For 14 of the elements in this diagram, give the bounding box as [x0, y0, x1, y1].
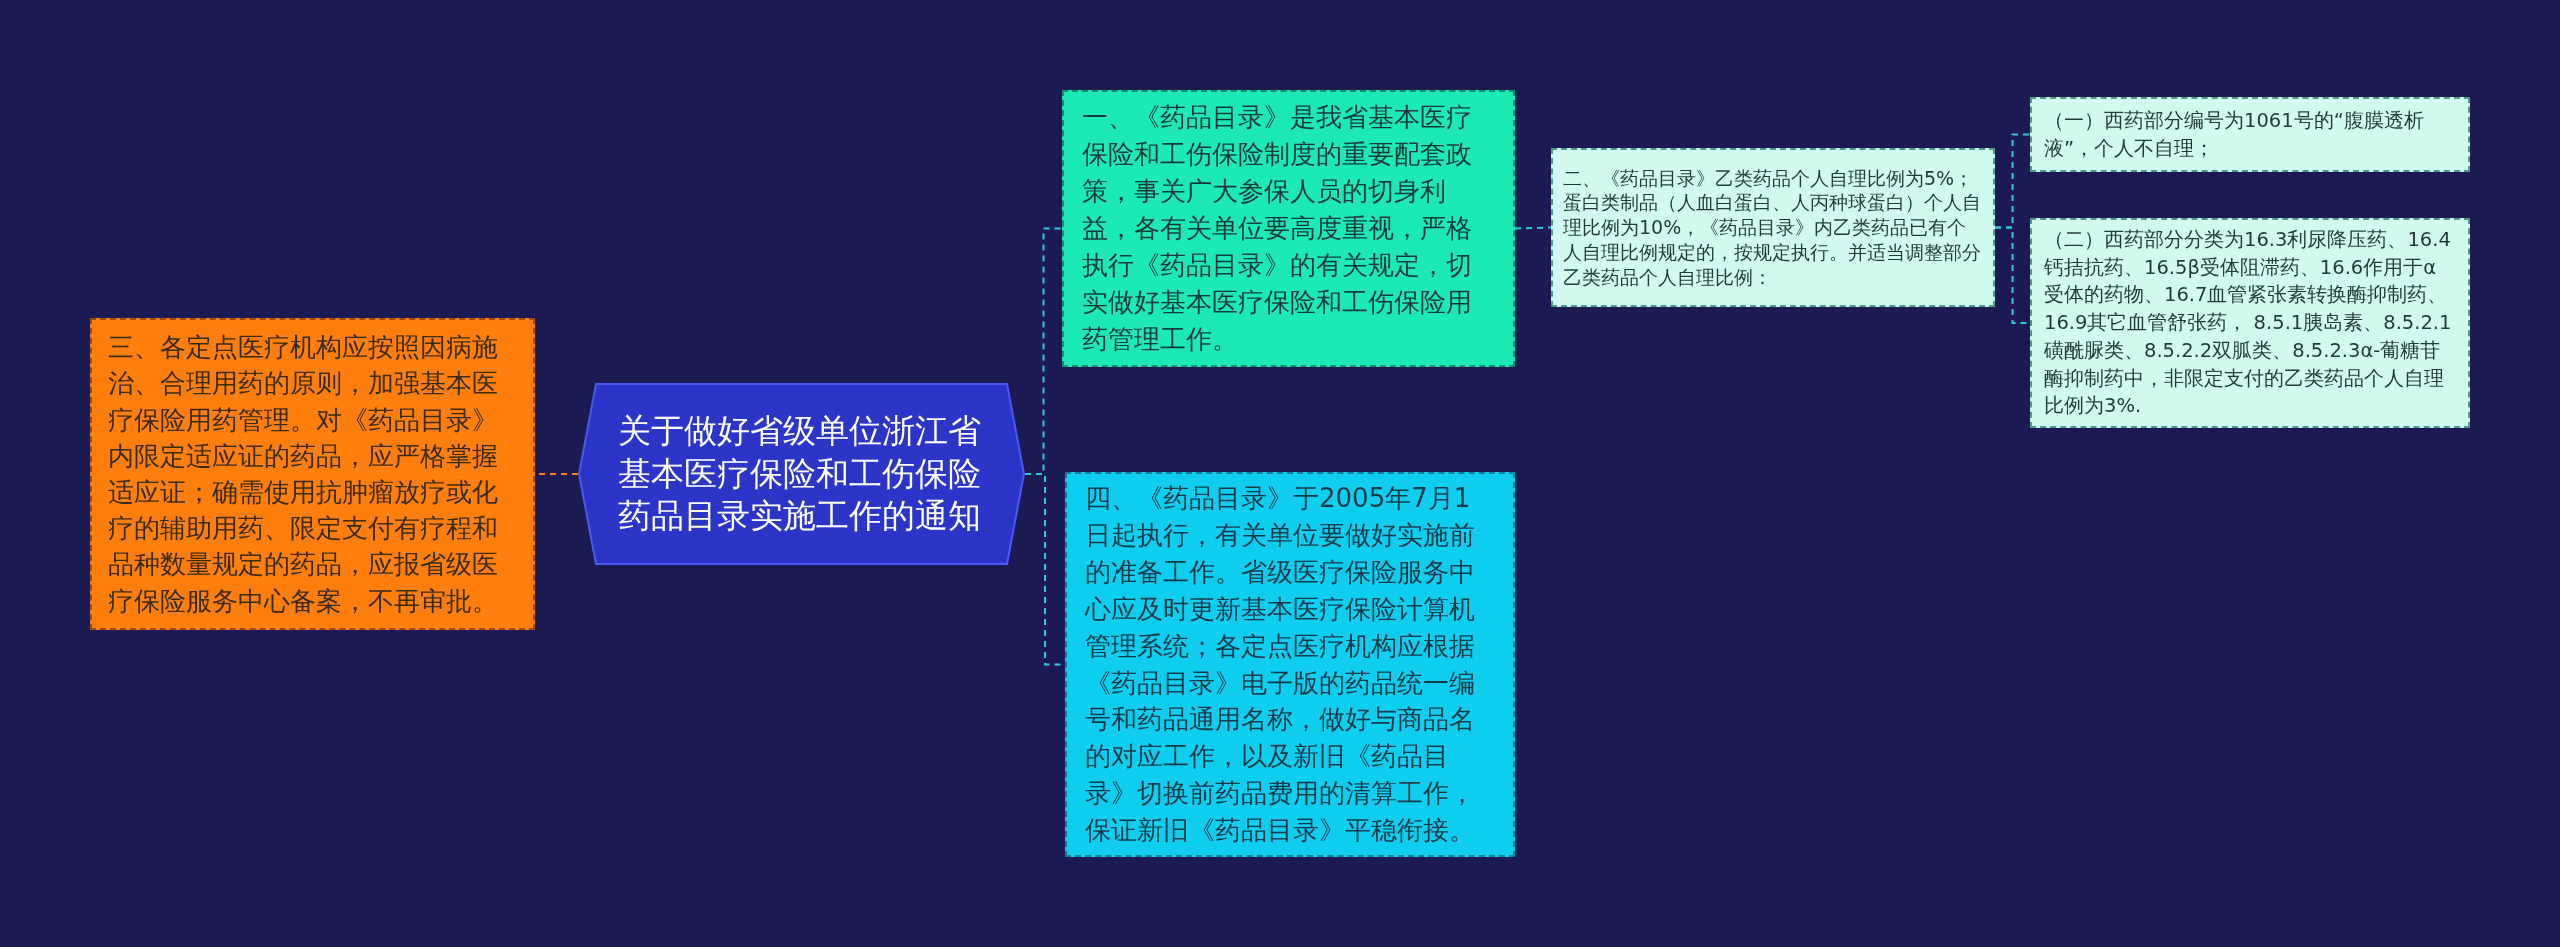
title-hexagon [578, 383, 1025, 565]
topic-box [1065, 472, 1515, 857]
connector-line [1514, 226, 1552, 230]
topic-box [2030, 97, 2470, 172]
body-text: 一、《药品目录》是我省基本医疗保险和工伤保险制度的重要配套政策，事关广大参保人员的切身利益，各有关单位要高度重视，严格执行《药品目录》的有关规定，切实做好基本医疗保险和工伤保险用药管理工作。 [1082, 101, 1473, 356]
topic-box [90, 318, 535, 630]
body-text: 四、《药品目录》于2005年7月1日起执行，有关单位要做好实施前的准备工作。省级医疗保险服务中心应及时更新基本医疗保险计算机管理系统；各定点医疗机构应根据《药品目录》电子版的药品统一编号和药品通用名称，做好与商品名的对应工作，以及新旧《药品目录》切换前药品费用的清算工作，保证新旧《药品目录》平稳衔接。 [1085, 481, 1476, 848]
body-text: （一）西药部分编号为1061号的“腹膜透析液”，个人不自理； [2044, 107, 2425, 162]
body-text: 三、各定点医疗机构应按照因病施治、合理用药的原则，加强基本医疗保险用药管理。对《药品目录》内限定适应证的药品，应严格掌握适应证；确需使用抗肿瘤放疗或化疗的辅助用药、限定支付有疗程和品种数量规定的药品，应报省级医疗保险服务中心备案，不再审批。 [108, 331, 499, 618]
topic-box [1551, 148, 1995, 307]
topic-box [1062, 90, 1515, 367]
body-text: 二、《药品目录》乙类药品个人自理比例为5%；蛋白类制品（人血白蛋白、人丙种球蛋白）个人自理比例为10%，《药品目录》内乙类药品已有个人自理比例规定的，按规定执行。并适当调整部分乙类药品个人自理比例： [1563, 165, 1982, 290]
title-text: 关于做好省级单位浙江省基本医疗保险和工伤保险药品目录实施工作的通知 [618, 409, 982, 538]
body-text: （二）西药部分分类为16.3利尿降压药、16.4钙拮抗药、16.5β受体阻滞药、16.6作用于α受体的药物、16.7血管紧张素转换酶抑制药、16.9其它血管舒张药， 8.5.1胰岛素、8.5.2.1磺酰脲类、8.5.2.2双胍类、8.5.2.3α-葡糖苷酶抑制药中，非限定支付的乙类药品个人自理比例为3%. [2044, 227, 2453, 420]
